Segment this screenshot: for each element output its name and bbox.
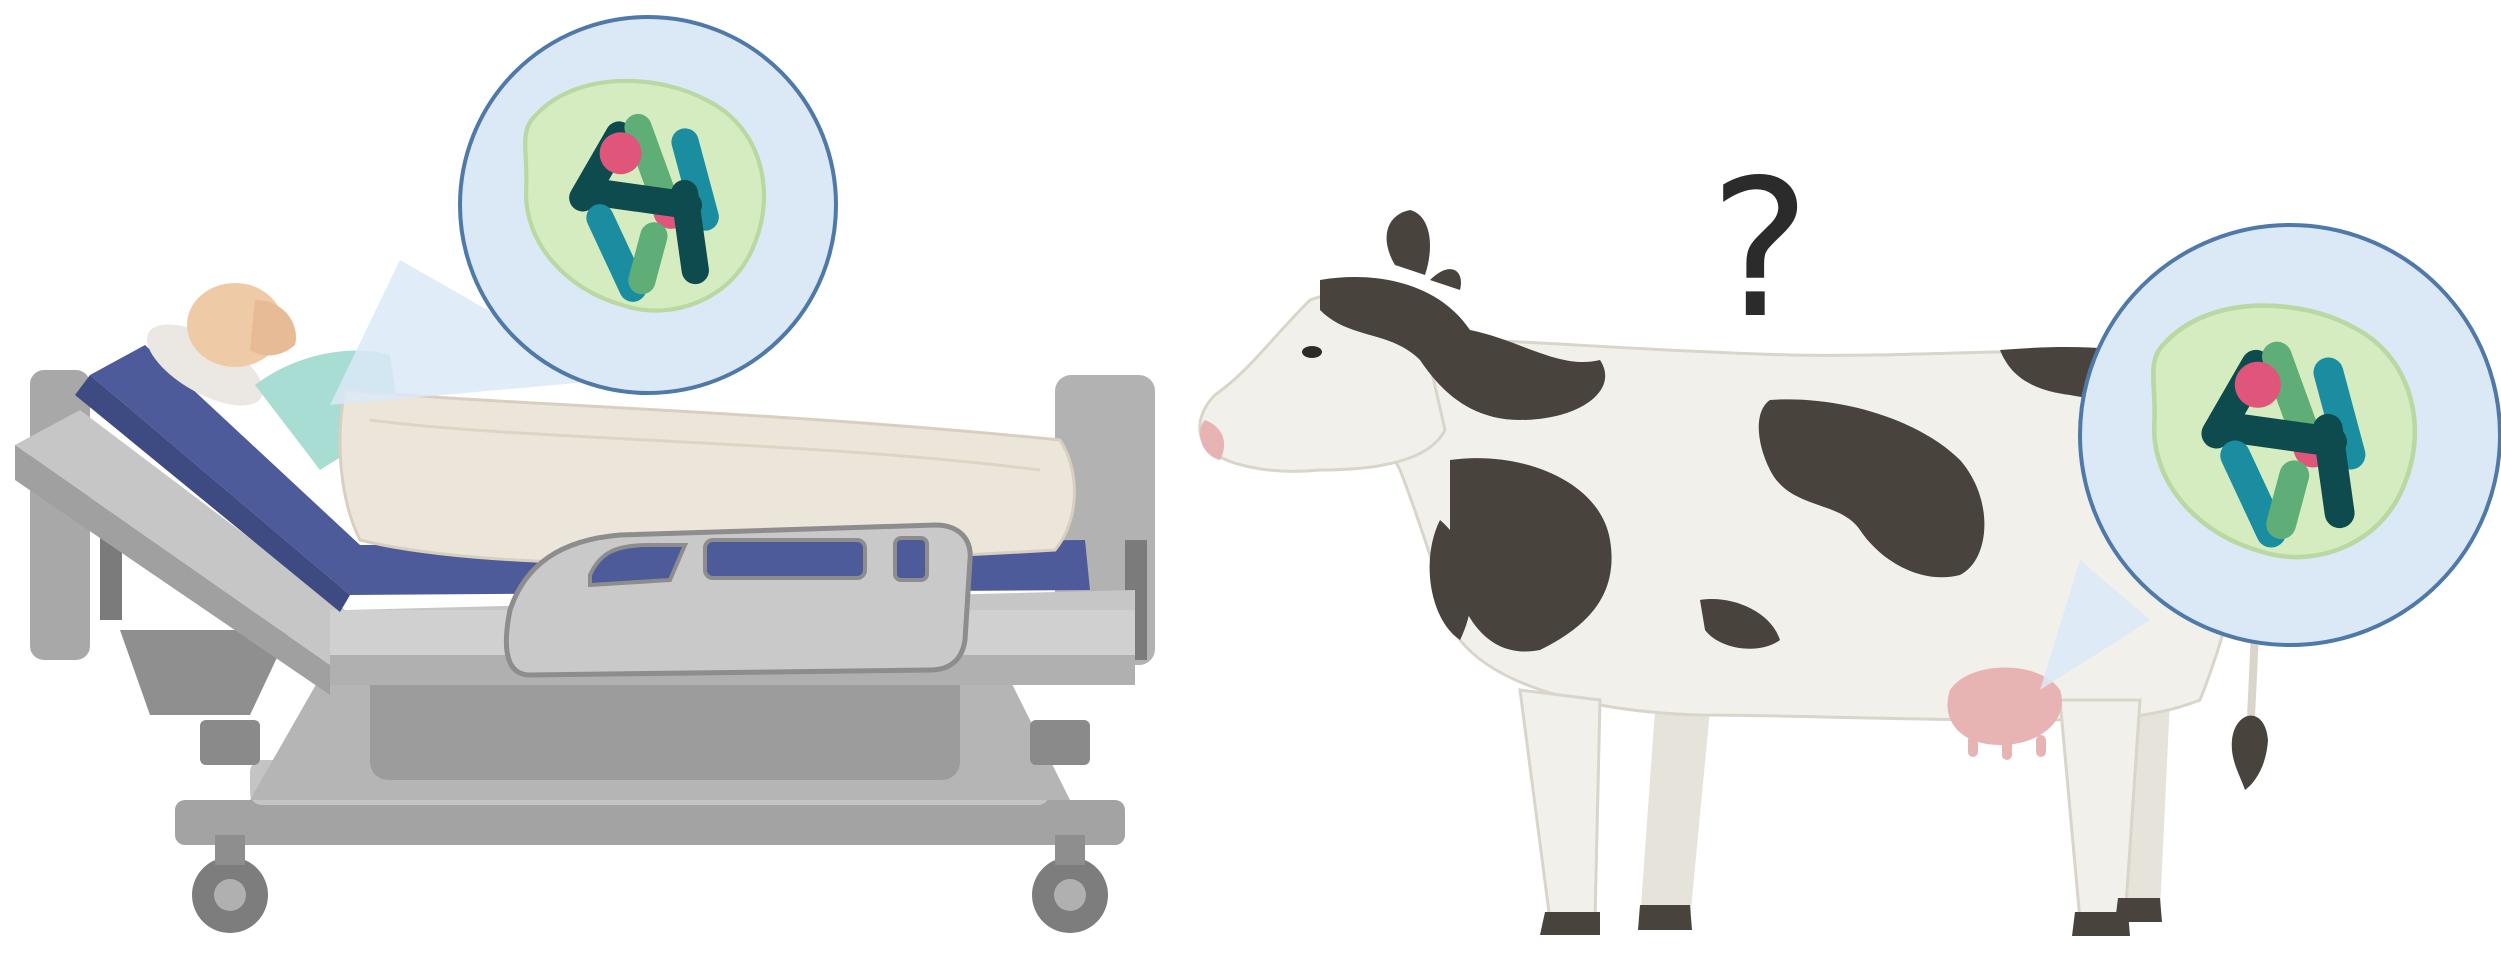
question-mark-icon: ?: [1710, 139, 1811, 360]
human-microbiota-zoom: [330, 17, 836, 405]
cow-microbiota-zoom: [2040, 225, 2500, 690]
bed-side-rail: [506, 525, 970, 675]
